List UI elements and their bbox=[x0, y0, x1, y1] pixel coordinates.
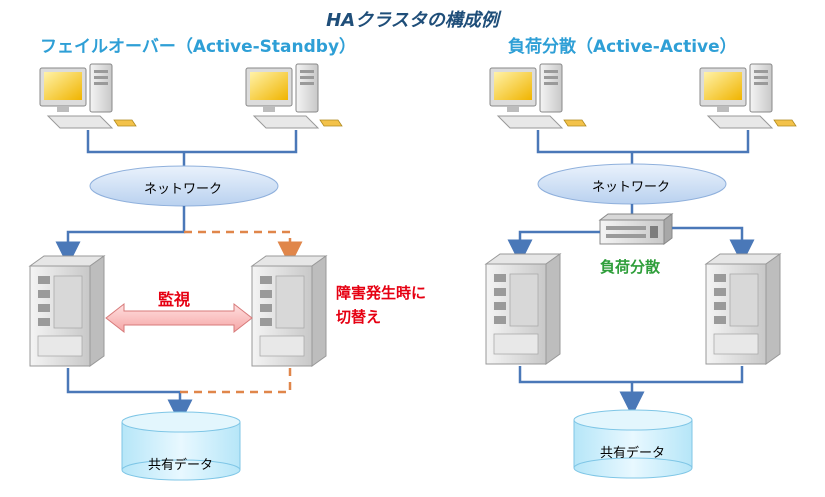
active-server-right-2 bbox=[705, 253, 781, 365]
network-label-left: ネットワーク bbox=[144, 182, 223, 197]
left-server-connectors bbox=[55, 206, 186, 267]
left-client-connectors bbox=[86, 130, 298, 168]
shared-storage-right bbox=[573, 409, 693, 479]
workstation-right-1 bbox=[489, 63, 587, 129]
heading-failover: フェイルオーバー（Active-Standby） bbox=[40, 37, 357, 57]
balancer-label: 負荷分散 bbox=[600, 258, 661, 276]
failover-note-line1: 障害発生時に bbox=[336, 284, 427, 302]
right-client-connectors bbox=[536, 130, 750, 166]
load-balancer-icon bbox=[598, 213, 674, 245]
active-server-right-1 bbox=[485, 253, 561, 365]
active-server-left bbox=[29, 255, 105, 367]
monitor-arrow bbox=[105, 302, 253, 334]
workstation-left-1 bbox=[39, 63, 137, 129]
failover-note-line2: 切替え bbox=[336, 308, 382, 326]
left-storage-connectors bbox=[66, 368, 193, 425]
monitor-label: 監視 bbox=[158, 290, 191, 309]
balancer-connectors bbox=[507, 226, 755, 265]
page-title: HAクラスタの構成例 bbox=[326, 10, 499, 31]
standby-path-bottom bbox=[180, 368, 292, 394]
heading-load-balancing: 負荷分散（Active-Active） bbox=[508, 37, 737, 57]
workstation-left-2 bbox=[245, 63, 343, 129]
standby-path-top bbox=[184, 230, 303, 267]
right-storage-connectors bbox=[518, 366, 744, 417]
network-label-right: ネットワーク bbox=[592, 180, 671, 195]
storage-label-right: 共有データ bbox=[600, 446, 666, 461]
storage-label-left: 共有データ bbox=[148, 458, 214, 473]
standby-server-left bbox=[251, 255, 327, 367]
shared-storage-left bbox=[121, 411, 241, 481]
workstation-right-2 bbox=[699, 63, 797, 129]
